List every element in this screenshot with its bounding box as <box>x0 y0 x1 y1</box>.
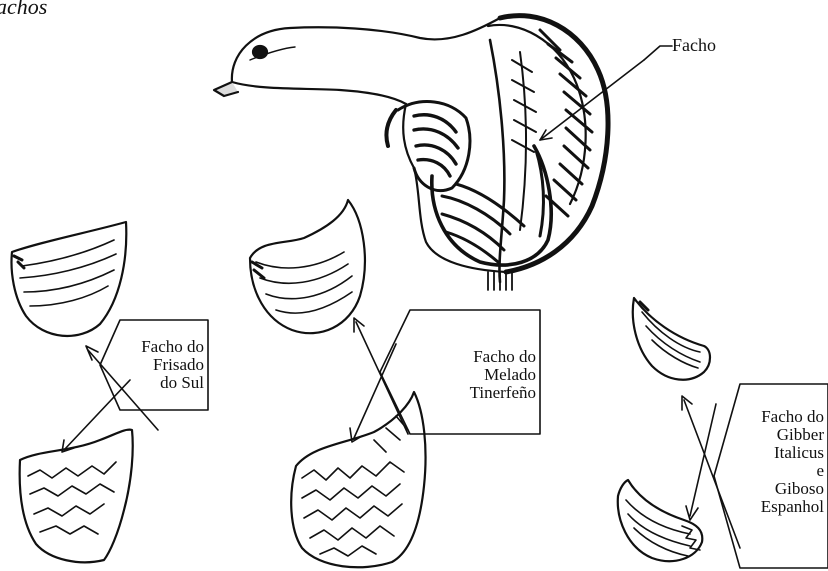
gibber-label-line: Facho do <box>742 408 824 426</box>
gibber-label-line: Giboso <box>742 480 824 498</box>
frisado-group <box>12 222 208 562</box>
frisado-label: Facho do Frisado do Sul <box>120 338 204 392</box>
gibber-label-line: Italicus <box>742 444 824 462</box>
facho-arrow <box>540 60 644 140</box>
melado-label-line: Facho do <box>420 348 536 366</box>
gibber-label-line: Espanhol <box>742 498 824 516</box>
melado-label-line: Melado <box>420 366 536 384</box>
frisado-label-line: Facho do <box>120 338 204 356</box>
facho-label: Facho <box>672 35 716 56</box>
frisado-label-line: Frisado <box>120 356 204 374</box>
gibber-label-line: e <box>742 462 824 480</box>
gibber-label: Facho do Gibber Italicus e Giboso Espanh… <box>742 408 824 516</box>
bird-facho-outline <box>432 146 551 265</box>
bird-illustration <box>214 16 608 290</box>
frisado-smooth-feather <box>12 222 127 336</box>
melado-curly-feather <box>291 392 425 567</box>
facho-pointer-line <box>644 46 672 60</box>
melado-label-line: Tinerfeño <box>420 384 536 402</box>
gibber-label-line: Gibber <box>742 426 824 444</box>
frisado-curly-feather <box>20 430 133 563</box>
melado-label: Facho do Melado Tinerfeño <box>420 348 536 402</box>
frisado-label-line: do Sul <box>120 374 204 392</box>
